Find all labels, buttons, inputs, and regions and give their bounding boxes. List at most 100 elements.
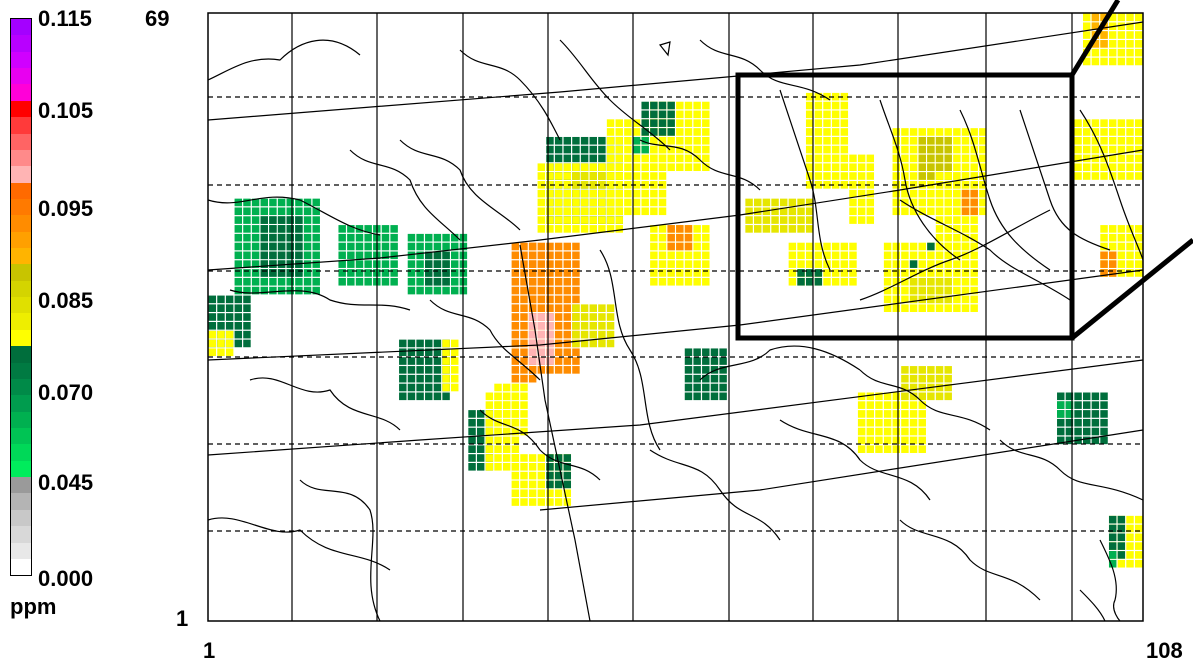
concentration-patch-yellow: [1100, 225, 1143, 277]
x-axis-left-label: 1: [203, 638, 216, 663]
county-boundary-path: [519, 244, 591, 622]
county-boundary-path: [649, 449, 781, 541]
county-boundary-path: [299, 479, 381, 622]
county-boundary-path: [1079, 109, 1144, 261]
county-boundary-path: [207, 359, 1144, 456]
legend-color-step-23: [11, 395, 31, 412]
legend-color-step-6: [11, 117, 31, 134]
county-boundary-path: [1079, 589, 1106, 622]
county-boundary-path: [899, 199, 1071, 301]
legend-unit-label: ppm: [10, 594, 57, 619]
concentration-patch-dark_green: [425, 251, 450, 286]
concentration-patch-yellow: [442, 339, 459, 392]
concentration-patch-dark_green: [208, 295, 251, 348]
legend-color-step-12: [11, 215, 31, 232]
county-boundary-path: [429, 299, 541, 381]
county-boundary-path: [207, 39, 361, 81]
legend-color-step-24: [11, 411, 31, 428]
concentration-patch-yellow: [849, 154, 875, 224]
y-axis-bottom-label: 1: [176, 606, 189, 631]
legend-color-step-2: [11, 51, 31, 69]
legend-color-step-30: [11, 509, 31, 527]
legend-color-step-5: [11, 100, 31, 118]
county-boundary-path: [779, 419, 931, 501]
legend-color-step-17: [11, 297, 31, 314]
legend-color-step-29: [11, 493, 31, 510]
county-boundary-path: [207, 21, 1144, 121]
legend-tick-0095: 0.095: [38, 196, 94, 221]
county-boundary-path: [779, 89, 831, 271]
concentration-patch-dark_green: [260, 216, 303, 277]
concentration-patch-green: [234, 198, 320, 295]
county-boundary-path: [459, 49, 561, 141]
county-boundary-path: [539, 429, 1144, 511]
grid-lines: [208, 13, 1143, 621]
county-boundary-path: [349, 149, 461, 241]
legend-tick-0000: 0.000: [38, 566, 94, 591]
concentration-cells: [208, 13, 1143, 568]
concentration-patch-yellow: [805, 92, 849, 189]
legend-color-step-10: [11, 182, 31, 199]
county-boundary-path: [207, 269, 1144, 361]
concentration-patch-dark_green: [684, 348, 727, 401]
concentration-patch-yellow_olive: [572, 304, 615, 348]
concentration-patch-dark_green: [797, 269, 823, 286]
colorbar-legend: [10, 18, 32, 576]
legend-color-step-9: [11, 166, 31, 183]
county-boundary-path: [1099, 539, 1121, 622]
legend-color-step-16: [11, 280, 31, 298]
zoom-connector-bottom: [1070, 238, 1193, 340]
y-axis-top-label: 69: [145, 6, 170, 31]
concentration-patch-orange: [961, 189, 978, 216]
county-boundary-path: [899, 519, 1041, 601]
legend-tick-0115: 0.115: [38, 6, 92, 31]
concentration-patch-orange: [528, 242, 580, 374]
concentration-patch-dark_green: [546, 454, 572, 489]
legend-tick-0070: 0.070: [38, 380, 94, 405]
lake-outline: [658, 41, 671, 57]
map-frame: [207, 12, 1144, 622]
county-boundary-path: [699, 345, 861, 381]
concentration-patch-dark_green: [927, 242, 935, 251]
concentration-patch-green: [632, 136, 649, 154]
concentration-patch-green: [1108, 551, 1117, 568]
county-boundary-path: [959, 109, 1051, 271]
legend-color-step-27: [11, 460, 31, 478]
concentration-patch-yellow: [1074, 119, 1143, 180]
concentration-patch-dark_green: [909, 260, 918, 268]
legend-color-step-18: [11, 313, 31, 330]
legend-color-step-26: [11, 444, 31, 461]
concentration-patch-green: [1057, 401, 1074, 418]
legend-color-step-13: [11, 231, 31, 249]
zoom-indicator: [735, 0, 1193, 341]
concentration-patch-orange: [1100, 251, 1117, 277]
legend-color-step-3: [11, 68, 31, 85]
county-boundary-path: [249, 377, 401, 431]
legend-color-step-19: [11, 329, 31, 347]
legend-color-step-25: [11, 427, 31, 445]
county-boundary-path: [1019, 109, 1111, 251]
concentration-patch-orange: [667, 225, 693, 251]
legend-color-step-28: [11, 477, 31, 494]
legend-color-step-14: [11, 248, 31, 265]
legend-color-step-20: [11, 346, 31, 363]
legend-color-step-1: [11, 35, 31, 52]
concentration-patch-green: [338, 225, 398, 286]
legend-color-step-8: [11, 149, 31, 167]
county-boundary-path: [599, 249, 661, 451]
legend-tick-0085: 0.085: [38, 288, 94, 313]
legend-tick-0105: 0.105: [38, 98, 94, 123]
legend-color-step-31: [11, 526, 31, 543]
county-boundary-path: [479, 409, 601, 481]
county-boundary-path: [207, 196, 381, 236]
concentration-patch-dark_green: [641, 101, 675, 136]
legend-color-step-33: [11, 558, 31, 576]
concentration-patch-yellow_olive: [745, 198, 814, 233]
county-boundary-path: [879, 99, 961, 261]
legend-color-step-32: [11, 542, 31, 559]
county-boundary-path: [999, 439, 1144, 501]
concentration-patch-yellow_olive: [572, 172, 606, 189]
county-boundary-path: [207, 149, 1144, 271]
legend-color-step-15: [11, 264, 31, 281]
